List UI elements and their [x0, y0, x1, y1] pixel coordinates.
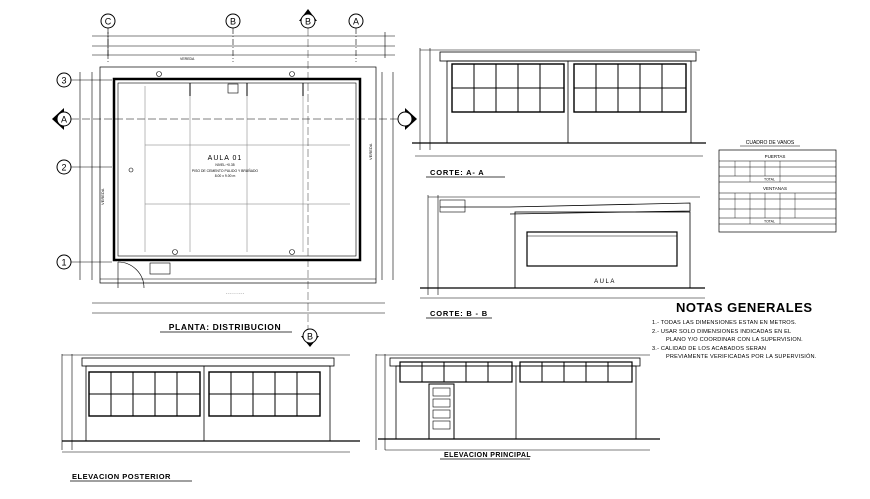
svg-text:3: 3	[61, 76, 66, 86]
rear-elevation: ELEVACION POSTERIOR	[61, 354, 360, 482]
corte-b-title: CORTE: B - B	[430, 309, 488, 318]
note-1: 1.- TODAS LAS DIMENSIONES ESTAN EN METRO…	[652, 320, 797, 326]
note-3: 3.- CALIDAD DE LOS ACABADOS SERAN	[652, 345, 767, 352]
table-title: CUADRO DE VANOS	[746, 140, 795, 146]
svg-text:B: B	[307, 332, 313, 342]
axis-bubble-a: A	[348, 13, 364, 62]
svg-text:TOTAL: TOTAL	[764, 178, 775, 182]
note-3-cont: PREVIAMENTE VERIFICADAS POR LA SUPERVISI…	[666, 354, 817, 361]
front-elevation-title: ELEVACION PRINCIPAL	[444, 452, 531, 459]
openings-table: CUADRO DE VANOS PUERTAS TOTAL VENTANAS T…	[718, 140, 837, 233]
svg-text:A: A	[353, 17, 359, 27]
section-marker-b-bottom: B	[301, 328, 319, 347]
table-doors-header: PUERTAS	[765, 154, 786, 159]
notes-list: 1.- TODAS LAS DIMENSIONES ESTAN EN METRO…	[652, 319, 867, 362]
svg-text:B: B	[230, 17, 236, 27]
section-a-a: CORTE: A- A	[412, 48, 706, 178]
svg-text:C: C	[105, 17, 112, 27]
row-bubble-1: 1	[56, 254, 112, 270]
table-windows-header: VENTANAS	[763, 186, 787, 191]
top-label: VEREDA	[180, 57, 195, 61]
section-marker-a-right	[397, 108, 417, 130]
corte-a-title: CORTE: A- A	[430, 168, 485, 177]
plan-title: PLANTA: DISTRIBUCION	[169, 322, 281, 332]
note-2-cont: PLANO Y/O COORDINAR CON LA SUPERVISION.	[666, 337, 803, 344]
section-b-b: AULA CORTE: B - B	[420, 195, 705, 319]
axis-bubble-b: B	[225, 13, 241, 62]
row-bubble-3: 3	[56, 72, 112, 88]
room-floor-finish: PISO DE CEMENTO PULIDO Y BRUÑADO	[192, 168, 258, 173]
general-notes: NOTAS GENERALES 1.- TODAS LAS DIMENSIONE…	[652, 300, 867, 362]
row-bubble-2: 2	[56, 159, 112, 175]
room-name: AULA 01	[208, 155, 243, 162]
rear-elevation-title: ELEVACION POSTERIOR	[72, 472, 171, 481]
svg-text:TOTAL: TOTAL	[764, 220, 775, 224]
floor-plan: C B B A VEREDA 3 2	[52, 9, 417, 347]
left-label: VEREDA	[100, 188, 105, 205]
notes-heading: NOTAS GENERALES	[676, 300, 813, 315]
svg-text:- - - - - - - - -: - - - - - - - - -	[226, 291, 244, 295]
room-dimensions: 8.00 x 9.00 m	[215, 174, 236, 178]
svg-text:1: 1	[61, 258, 66, 268]
note-2: 2.- USAR SOLO DIMENSIONES INDICADAS EN E…	[652, 328, 792, 335]
svg-text:A: A	[61, 115, 67, 125]
section-marker-a-left: A	[52, 108, 72, 130]
svg-text:2: 2	[61, 163, 66, 173]
room-level: NIVEL:+0.35	[215, 163, 234, 167]
svg-text:B: B	[305, 17, 311, 27]
right-label: VEREDA	[368, 143, 373, 160]
front-elevation: ELEVACION PRINCIPAL	[375, 354, 660, 460]
corte-b-room: AULA	[594, 279, 616, 285]
section-marker-b-top: B	[299, 9, 317, 29]
